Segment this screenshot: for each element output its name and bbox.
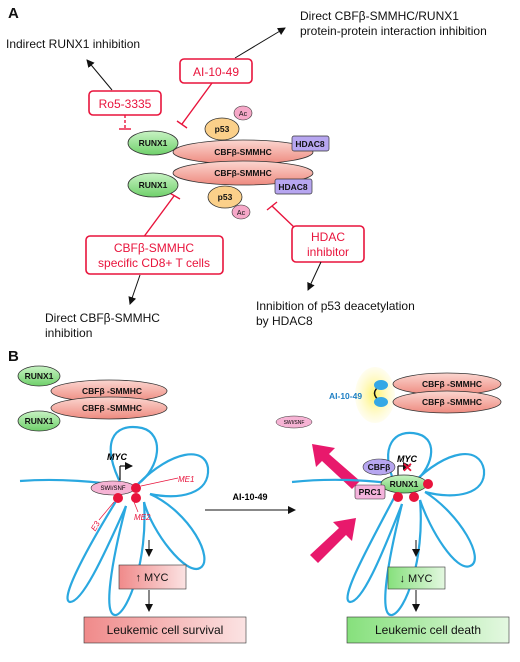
me2-label: ME2 <box>134 513 151 522</box>
e3-label: E3 <box>89 519 102 532</box>
indirect-runx1-inhibition-text: Indirect RUNX1 inhibition <box>6 37 140 51</box>
p53-deacetylation-line1: Innibition of p53 deacetylation <box>256 299 415 313</box>
b-runx1-left-bottom-label: RUNX1 <box>25 416 54 426</box>
magenta-arrows <box>310 444 360 563</box>
hdac8-label-bottom: HDAC8 <box>278 182 308 192</box>
direct-cbfb-inhibition-line2: inhibition <box>45 326 92 340</box>
me2-pointer <box>133 501 139 513</box>
cbfb-smmhc-label-bottom: CBFβ-SMMHC <box>214 168 272 178</box>
survival-label: Leukemic cell survival <box>107 623 224 637</box>
direct-ppi-inhibition-line2: protein-protein interaction inhibition <box>300 24 487 38</box>
released-swisnf-label: SWI/SNF <box>284 420 305 426</box>
right-prc1-box <box>354 484 386 500</box>
right-runx1-label: RUNX1 <box>390 479 419 489</box>
ro5-3335-label: Ro5-3335 <box>99 97 152 111</box>
b-cbfb-smmhc-left-bottom <box>50 396 168 420</box>
b-cbfb-smmhc-left-bottom-label: CBFβ -SMMHC <box>82 403 142 413</box>
cd8-tcell-box <box>85 235 224 275</box>
hdac8-label-top: HDAC8 <box>295 139 325 149</box>
tcell-line2: specific CD8+ T cells <box>98 256 210 270</box>
b-cbfb-smmhc-right-bottom <box>392 390 502 414</box>
p53-deacetylation-line2: by HDAC8 <box>256 314 313 328</box>
runx1-oval-bottom <box>127 172 179 198</box>
arrow-tcell-to-direct <box>128 274 141 305</box>
ai-10-49-blob-bottom <box>374 397 388 407</box>
b-cbfb-smmhc-right-top-label: CBFβ -SMMHC <box>422 379 482 389</box>
right-prc1-label: PRC1 <box>359 487 382 497</box>
arrow-hdac-to-p53 <box>307 261 322 291</box>
b-runx1-left-top-label: RUNX1 <box>25 371 54 381</box>
runx1-oval-top <box>127 130 179 156</box>
death-label: Leukemic cell death <box>375 623 481 637</box>
arrow-ai-to-direct <box>234 27 286 59</box>
runx1-label-bottom: RUNX1 <box>139 180 168 190</box>
left-enhancer-dot-1 <box>131 483 141 493</box>
hdac8-box-bottom <box>274 178 313 195</box>
panel-b-label: B <box>8 348 19 365</box>
p53-oval-top <box>204 117 240 141</box>
ac-circle-top <box>233 105 253 121</box>
right-enhancer-dot-2 <box>393 492 403 502</box>
right-myc-blocked-icon: ✕ <box>402 460 413 475</box>
left-myc-label: MYC <box>107 452 128 462</box>
left-enhancer-dot-2 <box>113 493 123 503</box>
left-enhancer-dot-3 <box>131 493 141 503</box>
b-cbfb-smmhc-left-top-label: CBFβ -SMMHC <box>82 386 142 396</box>
b-cbfb-smmhc-right-bottom-label: CBFβ -SMMHC <box>422 397 482 407</box>
p53-label-top: p53 <box>215 124 230 134</box>
myc-down-label: ↓ MYC <box>400 573 433 585</box>
p53-label-bottom: p53 <box>218 192 233 202</box>
hdac-inhibitor-line2: inhibitor <box>307 245 349 259</box>
survival-box <box>83 616 247 644</box>
e3-pointer <box>98 501 115 521</box>
cbfb-smmhc-label-top: CBFβ-SMMHC <box>214 147 272 157</box>
b-runx1-left-top <box>17 365 61 387</box>
ac-label-bottom: Ac <box>237 210 246 217</box>
direct-cbfb-inhibition-line1: Direct CBFβ-SMMHC <box>45 311 160 325</box>
left-swisnf-label: SWI/SNF <box>101 486 126 492</box>
runx1-label-top: RUNX1 <box>139 138 168 148</box>
ai-10-49-label: AI-10-49 <box>193 65 239 79</box>
right-enhancer-dot-3 <box>409 492 419 502</box>
myc-up-box <box>118 564 187 590</box>
ac-label-top: Ac <box>239 111 248 118</box>
ac-circle-bottom <box>231 204 251 220</box>
right-cbfb-label: CBFβ <box>368 462 391 472</box>
direct-ppi-inhibition-line1: Direct CBFβ-SMMHC/RUNX1 <box>300 9 459 23</box>
ai-10-49-compound-label: AI-10-49 <box>329 391 362 401</box>
myc-down-box <box>387 566 446 590</box>
treatment-arrow-label: AI-10-49 <box>232 492 267 502</box>
myc-up-label: ↑ MYC <box>136 572 169 584</box>
ai-10-49-box <box>179 58 253 84</box>
released-swisnf <box>275 415 313 429</box>
b-runx1-left-bottom <box>17 410 61 432</box>
arrow-ro-to-indirect <box>86 59 113 91</box>
right-enhancer-dot-1 <box>423 479 433 489</box>
ai-10-49-blob-top <box>374 380 388 390</box>
hdac-inhibitor-line1: HDAC <box>311 230 345 244</box>
hdac-inhibitor-box <box>291 225 365 263</box>
hdac8-box-top <box>291 135 330 152</box>
right-cbfb-oval <box>362 458 396 476</box>
me1-label: ME1 <box>178 475 194 484</box>
panel-a-label: A <box>8 5 19 22</box>
magenta-arrow-up <box>312 444 360 489</box>
magenta-arrow-to-locus <box>310 518 356 563</box>
p53-oval-bottom <box>207 185 243 209</box>
death-box <box>346 616 510 644</box>
right-myc-label: MYC <box>397 454 418 464</box>
tcell-line1: CBFβ-SMMHC <box>114 241 195 255</box>
me1-pointer <box>140 477 179 487</box>
